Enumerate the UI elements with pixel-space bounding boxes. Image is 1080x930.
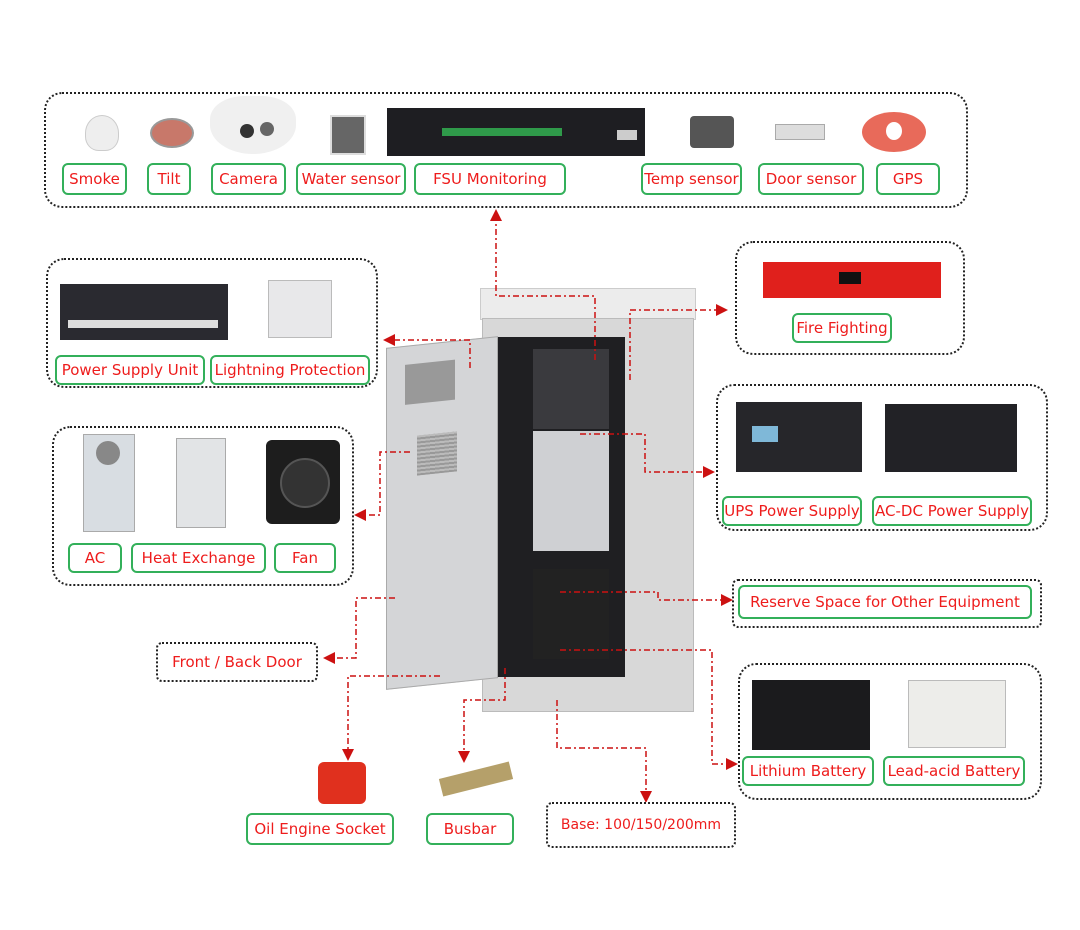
label-oil-engine-socket: Oil Engine Socket [246, 813, 394, 845]
ups-image [736, 402, 862, 472]
label-fsu: FSU Monitoring [414, 163, 566, 195]
power-group [46, 258, 378, 388]
cabinet-body [482, 318, 694, 712]
arrow-fsu [490, 209, 596, 360]
label-psu: Power Supply Unit [55, 355, 205, 385]
fan-image [266, 440, 340, 524]
label-fire-fighting: Fire Fighting [792, 313, 892, 343]
psu-image [60, 284, 228, 340]
label-gps: GPS [876, 163, 940, 195]
camera-image [210, 96, 296, 154]
fire-fighting-image [763, 262, 941, 298]
ups-group [716, 384, 1048, 531]
cooling-group [52, 426, 354, 586]
oil-engine-socket-image [318, 762, 366, 804]
label-ups: UPS Power Supply [722, 496, 862, 526]
lead-acid-battery-image [908, 680, 1006, 748]
arrow-power [383, 334, 471, 368]
label-temp-sensor: Temp sensor [641, 163, 742, 195]
door-sensor-image [775, 124, 825, 140]
lithium-battery-image [752, 680, 870, 750]
battery-group [738, 663, 1042, 800]
water-sensor-image [330, 115, 366, 155]
heat-exchange-image [176, 438, 226, 528]
label-fan: Fan [274, 543, 336, 573]
label-camera: Camera [211, 163, 286, 195]
label-busbar: Busbar [426, 813, 514, 845]
smoke-detector-image [85, 115, 119, 151]
lightning-protection-image [268, 280, 332, 338]
arrow-reserve [560, 591, 733, 606]
tilt-sensor-image [150, 118, 194, 148]
label-ac: AC [68, 543, 122, 573]
label-heat-exchange: Heat Exchange [131, 543, 266, 573]
ac-image [83, 434, 135, 532]
label-lithium-battery: Lithium Battery [742, 756, 874, 786]
arrow-oil [342, 675, 440, 761]
arrow-door [323, 597, 395, 664]
label-smoke: Smoke [62, 163, 127, 195]
label-lightning: Lightning Protection [210, 355, 370, 385]
reserve-group [732, 579, 1042, 628]
arrow-base [556, 700, 652, 803]
fsu-monitoring-image [387, 108, 645, 156]
fire-group [735, 241, 965, 355]
acdc-image [885, 404, 1017, 472]
arrow-battery [560, 649, 738, 770]
arrow-cooling [354, 451, 410, 521]
gps-image [862, 112, 926, 152]
sensors-group [44, 92, 968, 208]
label-front-back-door: Front / Back Door [156, 642, 318, 682]
label-door-sensor: Door sensor [758, 163, 864, 195]
arrow-fire [629, 304, 728, 380]
label-acdc: AC-DC Power Supply [872, 496, 1032, 526]
arrow-ups [580, 433, 715, 478]
label-lead-acid-battery: Lead-acid Battery [883, 756, 1025, 786]
temp-sensor-image [690, 116, 734, 148]
arrow-busbar [458, 668, 506, 763]
label-water-sensor: Water sensor [296, 163, 406, 195]
label-base: Base: 100/150/200mm [546, 802, 736, 848]
label-tilt: Tilt [147, 163, 191, 195]
label-reserve-space: Reserve Space for Other Equipment [738, 585, 1032, 619]
